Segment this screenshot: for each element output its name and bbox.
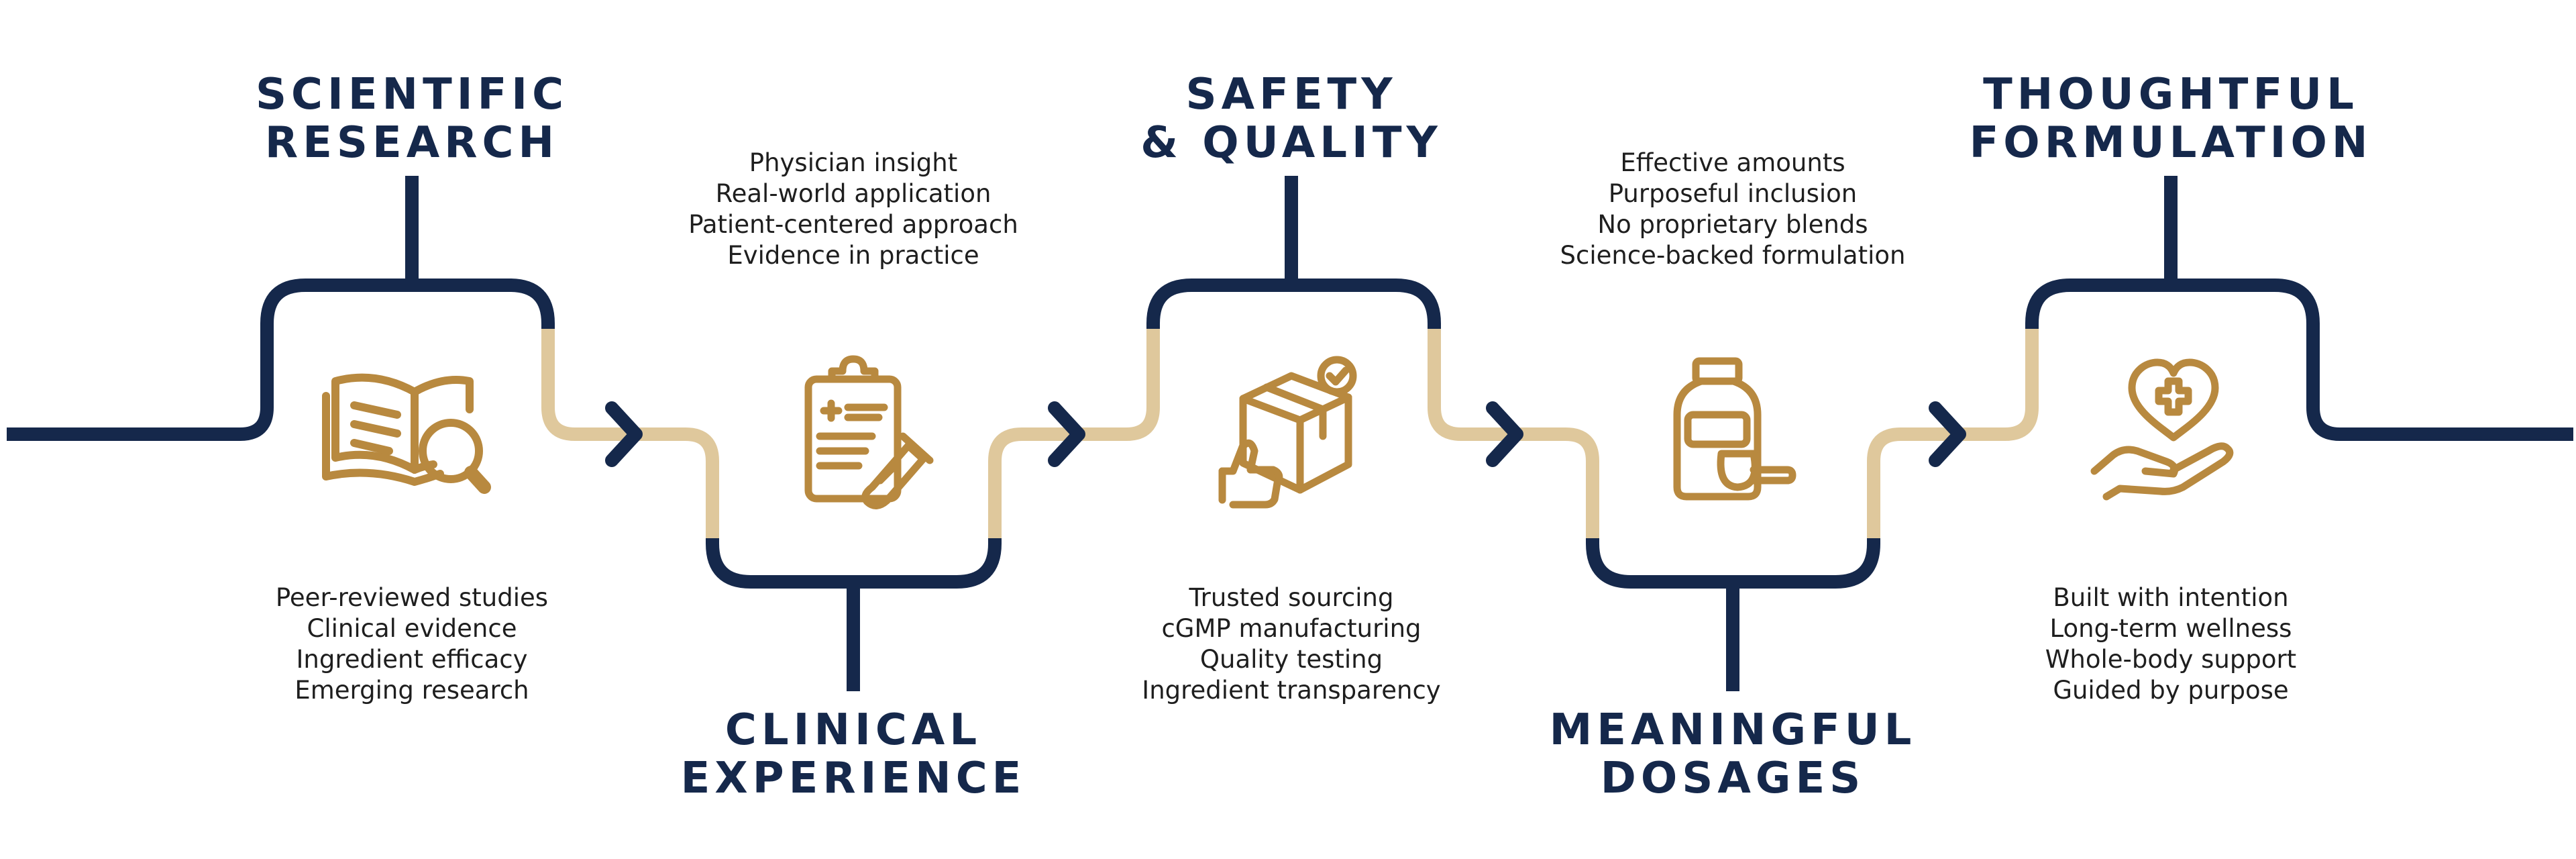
chevron-right-icon xyxy=(1929,401,1966,467)
box-thumbs-up-check-icon xyxy=(1218,356,1357,509)
list-item: cGMP manufacturing xyxy=(1161,614,1421,643)
chevron-right-icon xyxy=(1048,401,1085,467)
title-line: CLINICAL xyxy=(724,705,982,755)
list-item: Whole-body support xyxy=(2045,645,2297,674)
list-clinical-experience: Physician insight Real-world application… xyxy=(639,148,1068,271)
list-item: Purposeful inclusion xyxy=(1608,179,1858,208)
list-thoughtful-formulation: Built with intention Long-term wellness … xyxy=(1956,583,2385,706)
list-item: Peer-reviewed studies xyxy=(275,583,549,612)
list-item: Evidence in practice xyxy=(727,241,979,270)
list-item: Built with intention xyxy=(2053,583,2289,612)
list-item: Physician insight xyxy=(749,148,958,177)
list-item: Effective amounts xyxy=(1620,148,1845,177)
step-title-scientific-research: SCIENTIFIC RESEARCH xyxy=(197,70,627,167)
path-line-tan xyxy=(541,329,2039,538)
step-title-safety-quality: SAFETY & QUALITY xyxy=(1077,70,1506,167)
title-line: EXPERIENCE xyxy=(680,754,1026,803)
clipboard-test-tube-icon xyxy=(804,355,934,509)
arrow-icons xyxy=(605,401,1966,467)
list-item: Science-backed formulation xyxy=(1560,241,1906,270)
title-line: SAFETY xyxy=(1185,70,1397,119)
step-title-clinical-experience: CLINICAL EXPERIENCE xyxy=(639,706,1068,803)
list-item: No proprietary blends xyxy=(1597,210,1868,239)
list-item: Patient-centered approach xyxy=(688,210,1018,239)
list-item: Clinical evidence xyxy=(307,614,517,643)
step-title-thoughtful-formulation: THOUGHTFUL FORMULATION xyxy=(1956,70,2385,167)
list-scientific-research: Peer-reviewed studies Clinical evidence … xyxy=(197,583,627,706)
title-line: FORMULATION xyxy=(1969,118,2373,168)
list-meaningful-dosages: Effective amounts Purposeful inclusion N… xyxy=(1518,148,1947,271)
title-line: THOUGHTFUL xyxy=(1983,70,2359,119)
list-item: Guided by purpose xyxy=(2053,676,2289,705)
step-title-meaningful-dosages: MEANINGFUL DOSAGES xyxy=(1518,706,1947,803)
heart-cross-hand-icon xyxy=(2090,358,2234,501)
list-item: Long-term wellness xyxy=(2049,614,2292,643)
title-line: RESEARCH xyxy=(264,118,559,168)
list-item: Emerging research xyxy=(294,676,529,705)
list-item: Quality testing xyxy=(1199,645,1383,674)
title-line: SCIENTIFIC xyxy=(255,70,569,119)
title-line: DOSAGES xyxy=(1600,754,1866,803)
list-item: Trusted sourcing xyxy=(1189,583,1394,612)
chevron-right-icon xyxy=(605,401,643,467)
list-item: Ingredient efficacy xyxy=(296,645,528,674)
list-safety-quality: Trusted sourcing cGMP manufacturing Qual… xyxy=(1077,583,1506,706)
list-item: Ingredient transparency xyxy=(1142,676,1441,705)
chevron-right-icon xyxy=(1486,401,1523,467)
supplement-bottle-scoop-icon xyxy=(1673,357,1796,501)
book-magnifier-icon xyxy=(322,373,491,494)
title-line: & QUALITY xyxy=(1140,118,1442,168)
path-line-navy xyxy=(7,176,2573,691)
title-line: MEANINGFUL xyxy=(1549,705,1917,755)
list-item: Real-world application xyxy=(715,179,991,208)
